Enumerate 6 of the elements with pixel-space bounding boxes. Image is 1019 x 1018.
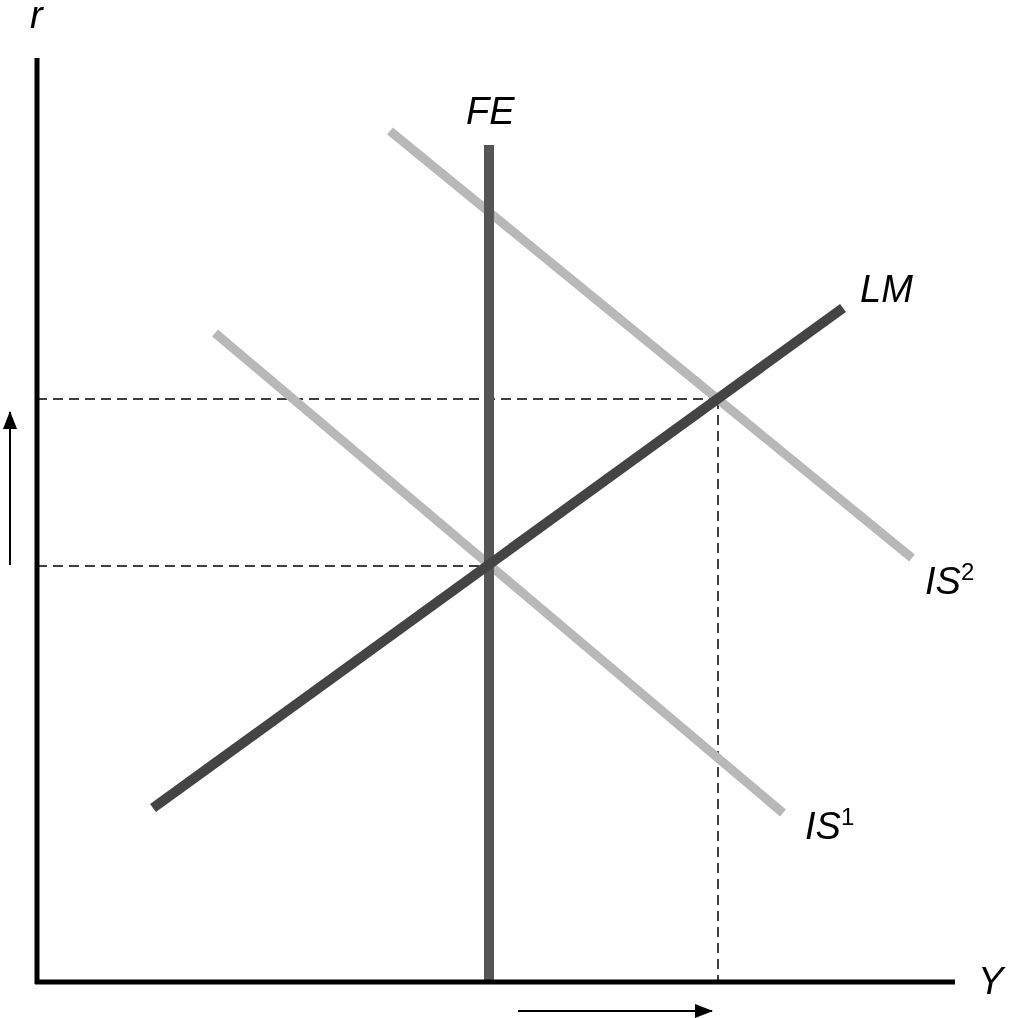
axis-label: r	[30, 0, 43, 34]
axis-label: Y	[978, 962, 1004, 1000]
curve-label: IS$^{2}$	[925, 560, 975, 600]
curve-label: FE	[466, 92, 515, 130]
curve-label: LM	[860, 270, 913, 308]
curve-label: IS$^{1}$	[805, 805, 855, 845]
